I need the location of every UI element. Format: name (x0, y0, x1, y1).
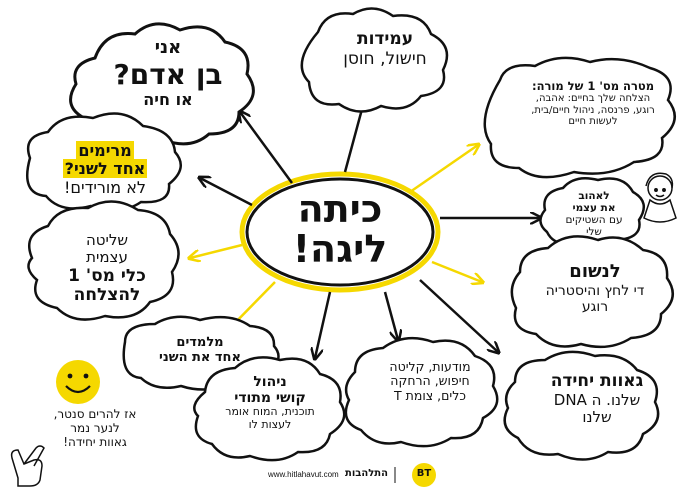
unity-line-1: גאוות יחידה (550, 371, 644, 391)
lift-line-2-text: אחד לשני? (62, 159, 148, 179)
self-love-bubble-text: לאהוב את עצמי עם השטיקים שלי (548, 190, 640, 238)
human-line-2: בן אדם? (113, 57, 223, 91)
self-love-line-4: שלי (586, 226, 602, 239)
footer-brand: התלהבות (345, 468, 388, 479)
lift-line-2: אחד לשני? (30, 159, 180, 179)
awareness-cloud (344, 336, 499, 448)
arrow-to-lift (200, 178, 253, 207)
side-note-line-2: לנער נמר (70, 420, 120, 435)
side-note-text: אז להרים סנטר, לנער נמר גאוות יחידה! (35, 407, 155, 449)
self-love-cloud (539, 177, 646, 247)
lift-line-3: לא מורידים! (63, 177, 147, 197)
awareness-line-2: חיפוש, הרחקה (390, 373, 470, 389)
awareness-bubble-text: מודעות, קליטה חיפוש, הרחקה כלים, צומת T (355, 359, 505, 403)
lift-bubble-text: מרימים אחד לשני? לא מורידים! (30, 141, 180, 197)
self-control-line-3: כלי מס' 1 (68, 265, 146, 286)
awareness-line-1: מודעות, קליטה (389, 359, 471, 374)
self-manage-line-3: תוכנית, המוח אומר (225, 405, 315, 419)
self-love-line-3: עם השטיקים (565, 214, 623, 227)
pillars-cloud (300, 7, 449, 113)
human-line-1: אני (154, 37, 182, 58)
self-control-cloud (27, 200, 180, 321)
self-manage-cloud (193, 356, 346, 462)
goal-line-2: רוגע, פרנסה, ניהול חיים/בית, (531, 104, 655, 116)
center-line-2: ליגה! (292, 226, 388, 271)
breathe-line-1: לנשום (569, 261, 621, 282)
footer-url-link[interactable]: www.hitlahavut.com (268, 470, 339, 479)
pillars-bubble-text: עמידות חישול, חוסן (315, 29, 455, 69)
self-love-line-2: את עצמי (572, 202, 616, 215)
footer-logo: BT (416, 468, 432, 479)
footer: www.hitlahavut.com התלהבות BT (0, 455, 700, 495)
goal-bubble-text: מטרה מס' 1 של מורה: הצלחה שלך בחיים: אהב… (498, 79, 688, 128)
goal-line-3: לעשות חיים (568, 116, 618, 128)
goal-line-1: הצלחה שלך בחיים: אהבה, (535, 93, 651, 105)
self-control-line-1: שליטה (85, 231, 129, 249)
arrow-to-self-manage (315, 291, 332, 358)
side-note-line-1: אז להרים סנטר, (53, 407, 137, 421)
lift-line-1-text: מרימים (76, 141, 134, 160)
self-manage-line-4: לעצות לו (248, 417, 292, 431)
goal-cloud (483, 56, 676, 179)
arrow-to-awareness (383, 291, 398, 340)
learn-line-2: אחד את השני (159, 349, 241, 365)
center-title: כיתה ליגה! (265, 187, 415, 271)
learn-bubble-text: מלמדים אחד את השני (122, 335, 278, 366)
unity-line-3: שלנו (582, 407, 612, 426)
arrow-to-breathe (431, 260, 482, 282)
arrow-to-human (240, 112, 294, 184)
unity-cloud (503, 350, 660, 461)
woman-icon (643, 172, 677, 223)
pillars-line-2: חישול, חוסן (343, 48, 427, 69)
unity-line-2: שלנו. ה DNA (553, 390, 641, 409)
breathe-line-2: די לחץ והיסטריה (545, 282, 645, 299)
learn-line-1: מלמדים (176, 335, 224, 350)
breathe-line-3: רוגע (581, 298, 609, 315)
pointing-hand-icon (10, 445, 45, 487)
center-bubble-shape (239, 171, 441, 293)
self-manage-line-1: ניהול (253, 374, 287, 390)
self-control-line-4: להצלחה (73, 285, 141, 306)
pillars-line-1: עמידות (356, 29, 414, 49)
self-manage-line-2: קושי מתודי (234, 390, 306, 407)
human-line-3: או חיה (143, 89, 193, 109)
breathe-cloud (510, 235, 674, 349)
self-love-line-1: לאהוב (578, 190, 610, 202)
self-control-bubble-text: שליטה עצמית כלי מס' 1 להצלחה (32, 231, 182, 306)
lift-line-1: מרימים (30, 141, 180, 160)
center-line-1: כיתה (297, 187, 383, 231)
arrow-to-unity (419, 279, 498, 352)
arrow-to-goal (409, 145, 478, 194)
awareness-line-3: כלים, צומת T (394, 387, 466, 403)
footer-logo-circle (412, 463, 436, 487)
human-bubble-text: אני בן אדם? או חיה (88, 37, 248, 109)
self-manage-bubble-text: ניהול קושי מתודי תוכנית, המוח אומר לעצות… (200, 374, 340, 431)
arrow-to-self-control (190, 243, 243, 258)
center-bubble-outline (245, 177, 435, 287)
self-control-line-2: עצמית (86, 248, 128, 267)
breathe-bubble-text: לנשום די לחץ והיסטריה רוגע (510, 261, 680, 315)
smiley-icon (56, 360, 100, 404)
side-note-line-3: גאוות יחידה! (63, 434, 127, 449)
goal-title: מטרה מס' 1 של מורה: (531, 79, 655, 93)
unity-bubble-text: גאוות יחידה שלנו. ה DNA שלנו (512, 371, 682, 426)
